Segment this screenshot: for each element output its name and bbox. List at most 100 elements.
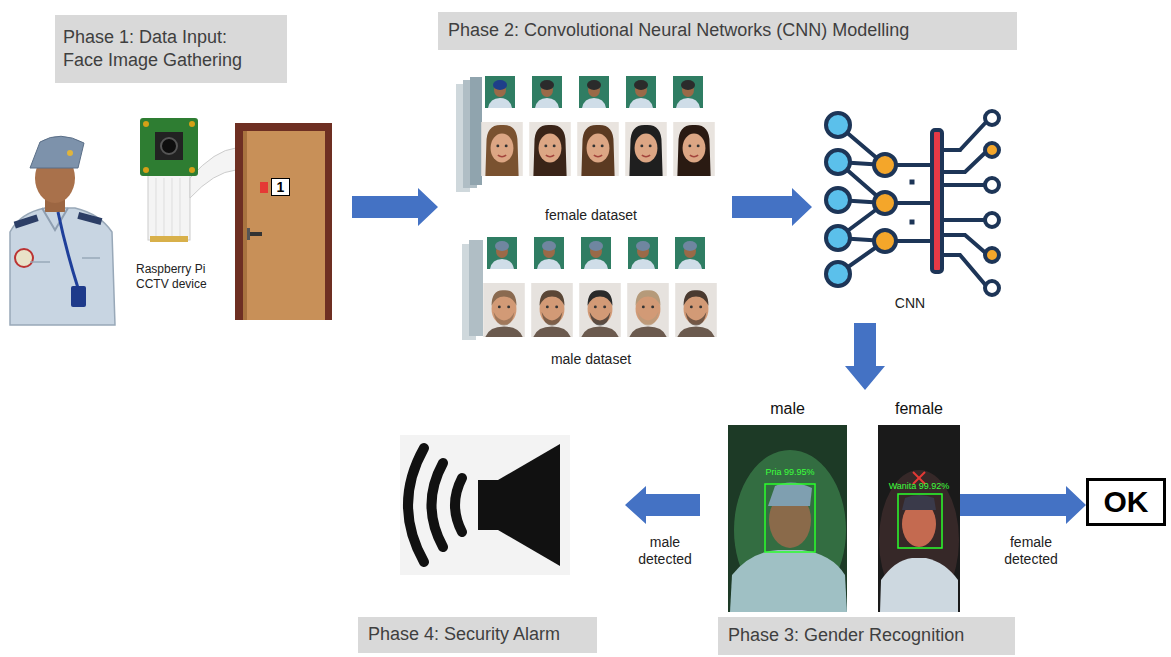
id-photo — [534, 237, 564, 269]
cnn-caption: CNN — [812, 294, 1008, 312]
ribbon-line — [164, 178, 165, 236]
ribbon-cable — [148, 174, 190, 240]
sound-wave — [455, 478, 462, 532]
ribbon-connector — [150, 236, 188, 242]
block-arrow — [732, 188, 812, 226]
guard-shirt — [10, 208, 115, 325]
guard-cap-badge — [67, 150, 73, 156]
photo-cap — [902, 495, 936, 510]
face-photo — [675, 283, 717, 337]
door-leaf — [243, 131, 325, 320]
cnn-output-node — [985, 143, 999, 157]
dataset-panel: male dataset — [450, 232, 732, 368]
dataset-panel: female dataset — [450, 72, 732, 224]
phase-title: Phase 1: Data Input: Face Image Gatherin… — [63, 26, 253, 73]
board-hole — [189, 167, 195, 173]
cnn-output-node — [985, 213, 999, 227]
guard-epaulette — [77, 212, 102, 225]
guard-lanyard — [58, 212, 78, 288]
cnn-link — [942, 150, 988, 172]
block-arrow — [625, 486, 700, 524]
face-photo — [529, 122, 571, 176]
detection-photo: male — [728, 425, 847, 612]
face-photo — [579, 283, 621, 337]
board-hole — [189, 121, 195, 127]
phase-label-box: Phase 3: Gender Recognition — [718, 617, 1015, 655]
id-photo — [487, 237, 517, 269]
cnn-output-node — [985, 111, 999, 125]
ok-box: OK — [1086, 478, 1166, 526]
cnn-link — [942, 218, 988, 222]
device-label: Raspberry Pi CCTV device — [136, 262, 236, 292]
cnn-icon — [826, 111, 999, 295]
male-photo — [728, 425, 847, 612]
speaker-cone — [498, 444, 560, 566]
face-photo — [673, 122, 715, 176]
raspberry-pi-camera — [140, 118, 236, 242]
cnn-link — [942, 235, 988, 255]
door-frame — [235, 123, 332, 320]
ribbon-line — [180, 178, 181, 236]
cnn-input-node — [826, 150, 850, 174]
face-photo — [625, 122, 667, 176]
female-dataset-images — [456, 76, 715, 192]
phase-label-box: Phase 4: Security Alarm — [358, 617, 597, 653]
cnn-dot — [910, 180, 914, 184]
detection-photo: female — [878, 425, 960, 612]
gender-heading: female — [868, 399, 970, 419]
photo-cap — [768, 482, 812, 506]
id-photo — [581, 237, 611, 269]
cnn-input-node — [826, 262, 850, 286]
guard-epaulette — [14, 214, 39, 228]
dataset-caption: male dataset — [450, 350, 732, 368]
phase-title: Phase 4: Security Alarm — [368, 623, 560, 646]
guard-collar — [42, 208, 68, 230]
camera-module — [155, 132, 183, 160]
id-photo — [675, 237, 705, 269]
sound-wave — [408, 448, 424, 562]
photo-ground — [728, 425, 847, 612]
face-photo — [481, 122, 523, 176]
cnn-hidden-node — [874, 154, 896, 176]
detection-score: Pria 99.95% — [755, 467, 825, 478]
id-photo — [673, 76, 703, 108]
door-handle-plate — [247, 228, 250, 240]
board-hole — [143, 167, 149, 173]
ok-text: OK — [1104, 485, 1149, 519]
guard-id-card — [71, 286, 86, 307]
id-photo — [485, 76, 515, 108]
photo-ground — [878, 425, 960, 612]
camera-board — [140, 118, 198, 176]
ribbon-line — [172, 178, 173, 236]
cnn-output-node — [985, 281, 999, 295]
cnn-output-node — [985, 248, 999, 262]
speaker-ground — [400, 435, 570, 575]
speaker-body — [478, 480, 498, 530]
detection-score: Wanita 99.92% — [884, 481, 954, 492]
block-arrow — [352, 188, 438, 226]
arrow-label: female detected — [991, 534, 1071, 568]
face-box — [898, 494, 942, 548]
gender-heading: male — [718, 399, 857, 419]
board-hole — [143, 121, 149, 127]
guard-pocket — [82, 257, 100, 259]
block-arrow — [845, 323, 885, 390]
cnn-output-node — [985, 178, 999, 192]
guard-pocket — [30, 261, 50, 263]
block-arrow — [960, 486, 1086, 524]
cnn-node: CNN — [812, 105, 1008, 312]
id-photo — [532, 76, 562, 108]
alarm-speaker — [400, 435, 570, 575]
phase-label-box: Phase 2: Convolutional Neural Networks (… — [438, 12, 1017, 50]
cnn-input-node — [826, 113, 850, 137]
door-shade — [243, 131, 247, 320]
camera-lens — [161, 138, 177, 154]
door-number: 1 — [271, 178, 290, 196]
id-photo — [626, 76, 656, 108]
face-photo — [627, 283, 669, 337]
cnn-link — [942, 120, 988, 150]
cnn-input-node — [826, 226, 850, 250]
